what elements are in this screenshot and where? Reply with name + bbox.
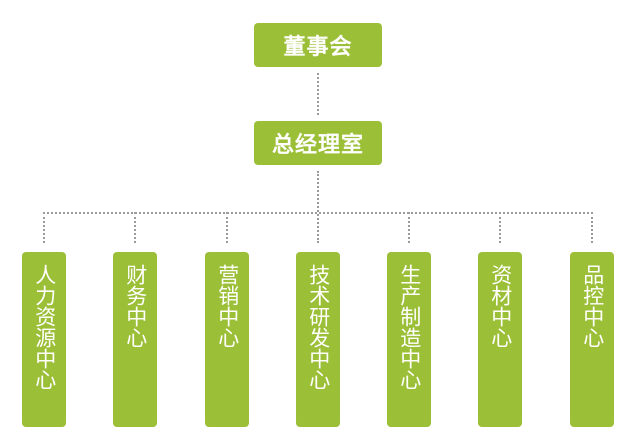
node-label: 技术研发中心 xyxy=(306,264,331,390)
node-department: 人力资源中心 xyxy=(22,252,66,427)
connector-drop-2 xyxy=(134,212,136,243)
connector-drop-3 xyxy=(226,212,228,243)
connector-drop-6 xyxy=(499,212,501,243)
node-department: 技术研发中心 xyxy=(296,252,340,427)
node-department: 财务中心 xyxy=(113,252,157,427)
connector-drop-5 xyxy=(408,212,410,243)
connector-drop-7 xyxy=(591,212,593,243)
node-department: 资材中心 xyxy=(478,252,522,427)
node-department: 营销中心 xyxy=(205,252,249,427)
connector-drop-1 xyxy=(43,212,45,243)
node-label: 财务中心 xyxy=(123,264,148,348)
node-department: 品控中心 xyxy=(570,252,614,427)
connector-gm-to-bus xyxy=(317,171,319,243)
node-label: 董事会 xyxy=(283,35,353,60)
node-label: 资材中心 xyxy=(488,264,513,348)
connector-horizontal-bus xyxy=(43,212,593,214)
node-label: 人力资源中心 xyxy=(32,264,57,390)
node-label: 生产制造中心 xyxy=(397,264,422,390)
node-label: 总经理室 xyxy=(271,133,364,158)
node-label: 品控中心 xyxy=(580,264,605,348)
node-board-of-directors: 董事会 xyxy=(254,23,382,67)
node-general-manager-office: 总经理室 xyxy=(254,121,382,165)
node-label: 营销中心 xyxy=(215,264,240,348)
node-department: 生产制造中心 xyxy=(387,252,431,427)
connector-board-to-gm xyxy=(317,73,319,115)
